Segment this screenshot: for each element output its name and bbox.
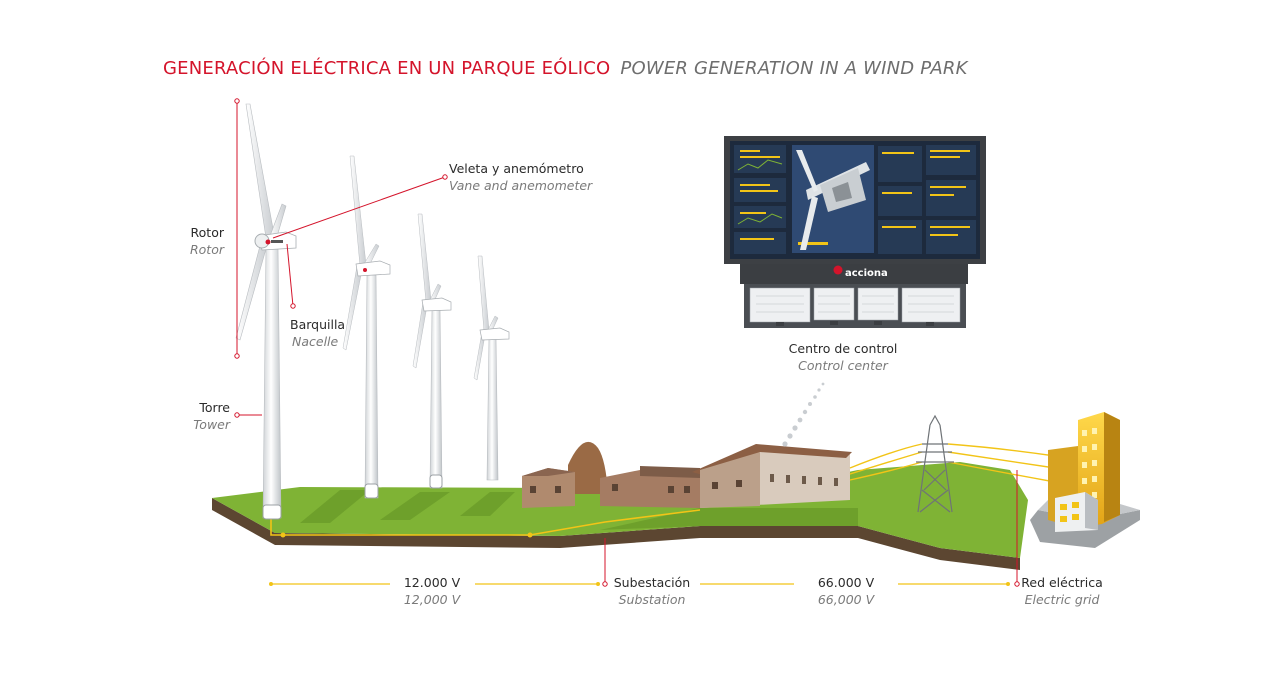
wind-turbine-2	[342, 155, 391, 499]
label-rotor: Rotor Rotor	[189, 225, 224, 257]
label-tower: Torre Tower	[193, 400, 230, 432]
control-center: acciona	[724, 136, 986, 328]
annotation-lines	[236, 101, 1018, 584]
label-substation: Subestación Substation	[613, 575, 691, 607]
title-es: GENERACIÓN ELÉCTRICA EN UN PARQUE EÓLICO	[163, 58, 611, 79]
label-nacelle: Barquilla Nacelle	[290, 317, 346, 349]
title-en: POWER GENERATION IN A WIND PARK	[620, 58, 968, 79]
label-electric-grid: Red eléctrica Electric grid	[1021, 575, 1103, 607]
label-control-center: Centro de control Control center	[788, 341, 898, 373]
label-12000v: 12.000 V 12,000 V	[403, 575, 461, 607]
wind-turbine-main	[235, 103, 297, 520]
brand-logo: acciona	[845, 268, 888, 279]
substation-buildings	[522, 441, 852, 508]
page-title: GENERACIÓN ELÉCTRICA EN UN PARQUE EÓLICO…	[163, 58, 968, 79]
pylon	[916, 414, 954, 513]
city-buildings	[1048, 412, 1120, 532]
label-66000v: 66.000 V 66,000 V	[817, 575, 875, 607]
wind-turbine-4	[473, 255, 510, 481]
annotation-dots	[234, 98, 1020, 587]
wind-turbine-3	[412, 213, 452, 489]
power-lines	[849, 443, 1056, 483]
label-vane-anemometer: Veleta y anemómetro Vane and anemometer	[449, 161, 593, 193]
signal-dots	[782, 382, 825, 447]
